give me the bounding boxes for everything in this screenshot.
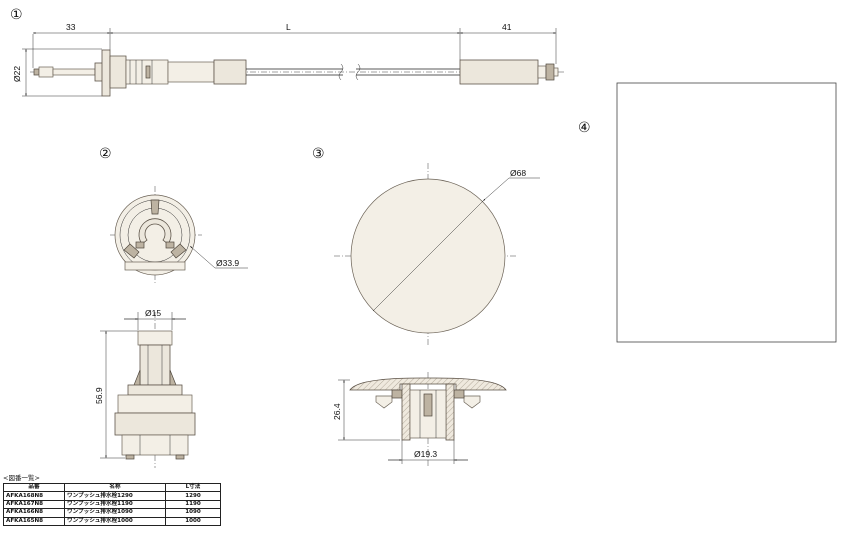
cell-part-number: AFKA166N8	[3, 508, 65, 518]
cell-name: ワンプッシュ排水栓1000	[64, 516, 166, 526]
table-header-row: 品番 名称 L寸法	[3, 482, 221, 493]
cell-name: ワンプッシュ排水栓1090	[64, 508, 166, 518]
dim-26-4: 26.4	[332, 403, 342, 420]
cell-part-number: AFKA167N8	[3, 499, 65, 510]
col-header-name: 名称	[64, 482, 166, 493]
table-row: AFKA167N8 ワンプッシュ排水栓1190 1190	[3, 499, 221, 510]
parts-list: <図番一覧> 品番 名称 L寸法 AFKA168N8 ワンプッシュ排水栓1290…	[3, 474, 221, 526]
figure-label-1: ①	[10, 7, 23, 23]
table-row: AFKA168N8 ワンプッシュ排水栓1290 1290	[3, 491, 221, 501]
view-3-cap-plan: Ø68	[334, 163, 540, 346]
figure-label-2: ②	[99, 146, 112, 162]
dim-L: L	[286, 22, 291, 32]
dim-phi19-3: Ø19.3	[414, 449, 437, 459]
col-header-part-number: 品番	[3, 482, 65, 493]
cell-part-number: AFKA168N8	[3, 491, 65, 501]
dim-phi68: Ø68	[510, 168, 526, 178]
cell-l-dimension: 1000	[165, 516, 221, 526]
parts-table: 品番 名称 L寸法 AFKA168N8 ワンプッシュ排水栓1290 1290 A…	[3, 482, 221, 526]
cell-l-dimension: 1090	[165, 508, 221, 518]
view-2-end-view: Ø33.9	[110, 186, 248, 284]
cell-part-number: AFKA165N8	[3, 516, 65, 526]
table-row: AFKA165N8 ワンプッシュ排水栓1000 1000	[3, 516, 221, 526]
figure-label-4: ④	[578, 120, 591, 136]
figure-label-3: ③	[312, 146, 325, 162]
dim-56-9: 56.9	[94, 387, 104, 404]
parts-table-caption: <図番一覧>	[3, 474, 40, 482]
cell-l-dimension: 1190	[165, 499, 221, 510]
dim-phi33-9: Ø33.9	[216, 258, 239, 268]
col-header-l-dimension: L寸法	[165, 482, 221, 493]
view-4-blank-frame	[616, 82, 837, 343]
cell-name: ワンプッシュ排水栓1190	[64, 499, 166, 510]
cell-name: ワンプッシュ排水栓1290	[64, 491, 166, 501]
view-2-side-view: Ø15 56.9	[94, 308, 196, 468]
table-row: AFKA166N8 ワンプッシュ排水栓1090 1090	[3, 508, 221, 518]
dim-phi22: Ø22	[12, 66, 22, 82]
view-1-cable-assembly: 33 L 41 Ø22	[12, 22, 565, 97]
view-3-cap-section: 26.4 Ø19.3	[332, 372, 507, 468]
cell-l-dimension: 1290	[165, 491, 221, 501]
dim-33: 33	[66, 22, 76, 32]
dim-phi15: Ø15	[145, 308, 161, 318]
dim-41: 41	[502, 22, 512, 32]
